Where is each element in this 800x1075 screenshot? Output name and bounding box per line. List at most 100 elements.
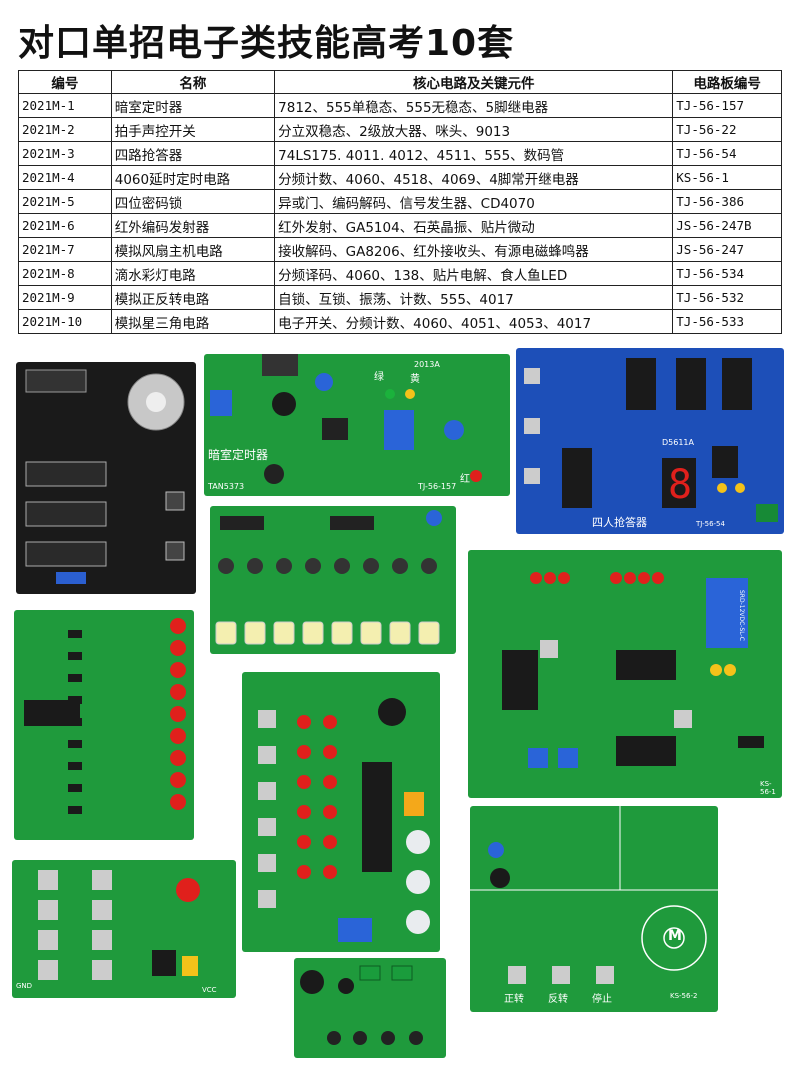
board-photo-dark-timer: 暗室定时器 TAN5373 TJ-56-157 2013A 绿 黄 红 [204, 354, 510, 496]
white-led-icon [215, 621, 237, 645]
red-led-icon [297, 745, 311, 759]
cell-id: 2021M-2 [18, 117, 112, 142]
cell-name: 四位密码锁 [110, 189, 276, 214]
cell-id: 2021M-6 [18, 213, 112, 238]
red-led-icon [323, 715, 337, 729]
red-led-icon [170, 662, 186, 678]
cell-components: 分立双稳态、2级放大器、咪头、9013 [274, 117, 674, 142]
cell-name: 四路抢答器 [110, 141, 276, 166]
relay-label: SRD-12VDC-SL-C [738, 590, 745, 641]
push-button-icon [258, 890, 276, 908]
board-photo-vertical-leds [14, 610, 194, 840]
push-button-icon [38, 870, 58, 890]
cell-board-id: JS-56-247 [672, 237, 782, 262]
cell-board-id: TJ-56-386 [672, 189, 782, 214]
board-relay-svg [502, 572, 764, 768]
col-header-name: 名称 [110, 70, 276, 94]
transistor-icon [68, 630, 82, 638]
red-led-icon [297, 805, 311, 819]
cell-name: 4060延时定时电路 [110, 165, 276, 190]
board-dark-timer-svg [210, 354, 482, 484]
board-photo-black [16, 362, 196, 594]
red-led-icon [297, 835, 311, 849]
board-photo-quiz: 8 四人抢答器 D5611A TJ-56-54 [516, 348, 784, 534]
capacitor-icon [363, 558, 379, 574]
cell-id: 2021M-8 [18, 261, 112, 286]
red-led-icon [323, 835, 337, 849]
push-button-icon [38, 960, 58, 980]
white-led-icon [302, 621, 324, 645]
cell-components: 红外发射、GA5104、石英晶振、贴片微动 [274, 213, 674, 238]
transistor-icon [68, 718, 82, 726]
board-keypad-svg [38, 870, 200, 980]
red-led-icon [170, 706, 186, 722]
motor-rev-label: 反转 [548, 994, 568, 1005]
push-button-icon [92, 900, 112, 920]
cell-name: 拍手声控开关 [110, 117, 276, 142]
cell-name: 模拟正反转电路 [110, 285, 276, 310]
cell-components: 分频译码、4060、138、贴片电解、食人鱼LED [274, 261, 674, 286]
svg-text:8: 8 [668, 462, 692, 508]
push-button-icon [258, 710, 276, 728]
cell-board-id: TJ-56-54 [672, 141, 782, 166]
quiz-display: D5611A [662, 438, 694, 447]
push-button-icon [38, 930, 58, 950]
white-led-icon [331, 621, 353, 645]
transistor-icon [68, 652, 82, 660]
dark-timer-red: 红 [460, 474, 470, 485]
red-led-icon [297, 715, 311, 729]
white-led-icon [389, 621, 411, 645]
cell-id: 2021M-9 [18, 285, 112, 310]
red-led-icon [170, 772, 186, 788]
motor-board-code: KS-56-2 [670, 992, 698, 1000]
board-mic-svg [300, 965, 423, 1045]
cell-components: 自锁、互锁、振荡、计数、555、4017 [274, 285, 674, 310]
red-led-icon [323, 805, 337, 819]
red-led-icon [297, 865, 311, 879]
white-led-icon [244, 621, 266, 645]
dark-timer-year: 2013A [414, 360, 440, 369]
cell-id: 2021M-3 [18, 141, 112, 166]
transistor-icon [68, 696, 82, 704]
cell-board-id: TJ-56-533 [672, 309, 782, 334]
dark-timer-brand: TAN5373 [208, 482, 245, 491]
push-button-icon [258, 746, 276, 764]
red-led-icon [170, 750, 186, 766]
cell-components: 异或门、编码解码、信号发生器、CD4070 [274, 189, 674, 214]
keypad-gnd: GND [16, 982, 33, 990]
board-led-matrix-svg [258, 698, 430, 942]
cell-name: 模拟星三角电路 [110, 309, 276, 334]
board-photo-keypad: GND VCC [12, 860, 236, 998]
cell-id: 2021M-5 [18, 189, 112, 214]
capacitor-icon [334, 558, 350, 574]
white-led-icon [418, 621, 440, 645]
cell-id: 2021M-1 [18, 93, 112, 118]
quiz-code: TJ-56-54 [696, 520, 725, 528]
push-button-icon [38, 900, 58, 920]
table-header-row: 编号 名称 核心电路及关键元件 电路板编号 [18, 70, 782, 94]
red-led-icon [170, 684, 186, 700]
capacitor-icon [305, 558, 321, 574]
quiz-label: 四人抢答器 [592, 516, 647, 529]
capacitor-icon [247, 558, 263, 574]
cell-board-id: KS-56-1 [672, 165, 782, 190]
transistor-icon [68, 806, 82, 814]
push-button-icon [92, 870, 112, 890]
push-button-icon [258, 818, 276, 836]
push-button-icon [92, 930, 112, 950]
board-vertical-leds-svg [24, 618, 186, 814]
white-led-icon [273, 621, 295, 645]
cell-name: 红外编码发射器 [110, 213, 276, 238]
red-led-icon [170, 618, 186, 634]
red-led-icon [323, 775, 337, 789]
board-photo-relay: KS-56-1 SRD-12VDC-SL-C [468, 550, 782, 798]
col-header-components: 核心电路及关键元件 [274, 70, 674, 94]
dark-timer-code: TJ-56-157 [418, 482, 457, 491]
